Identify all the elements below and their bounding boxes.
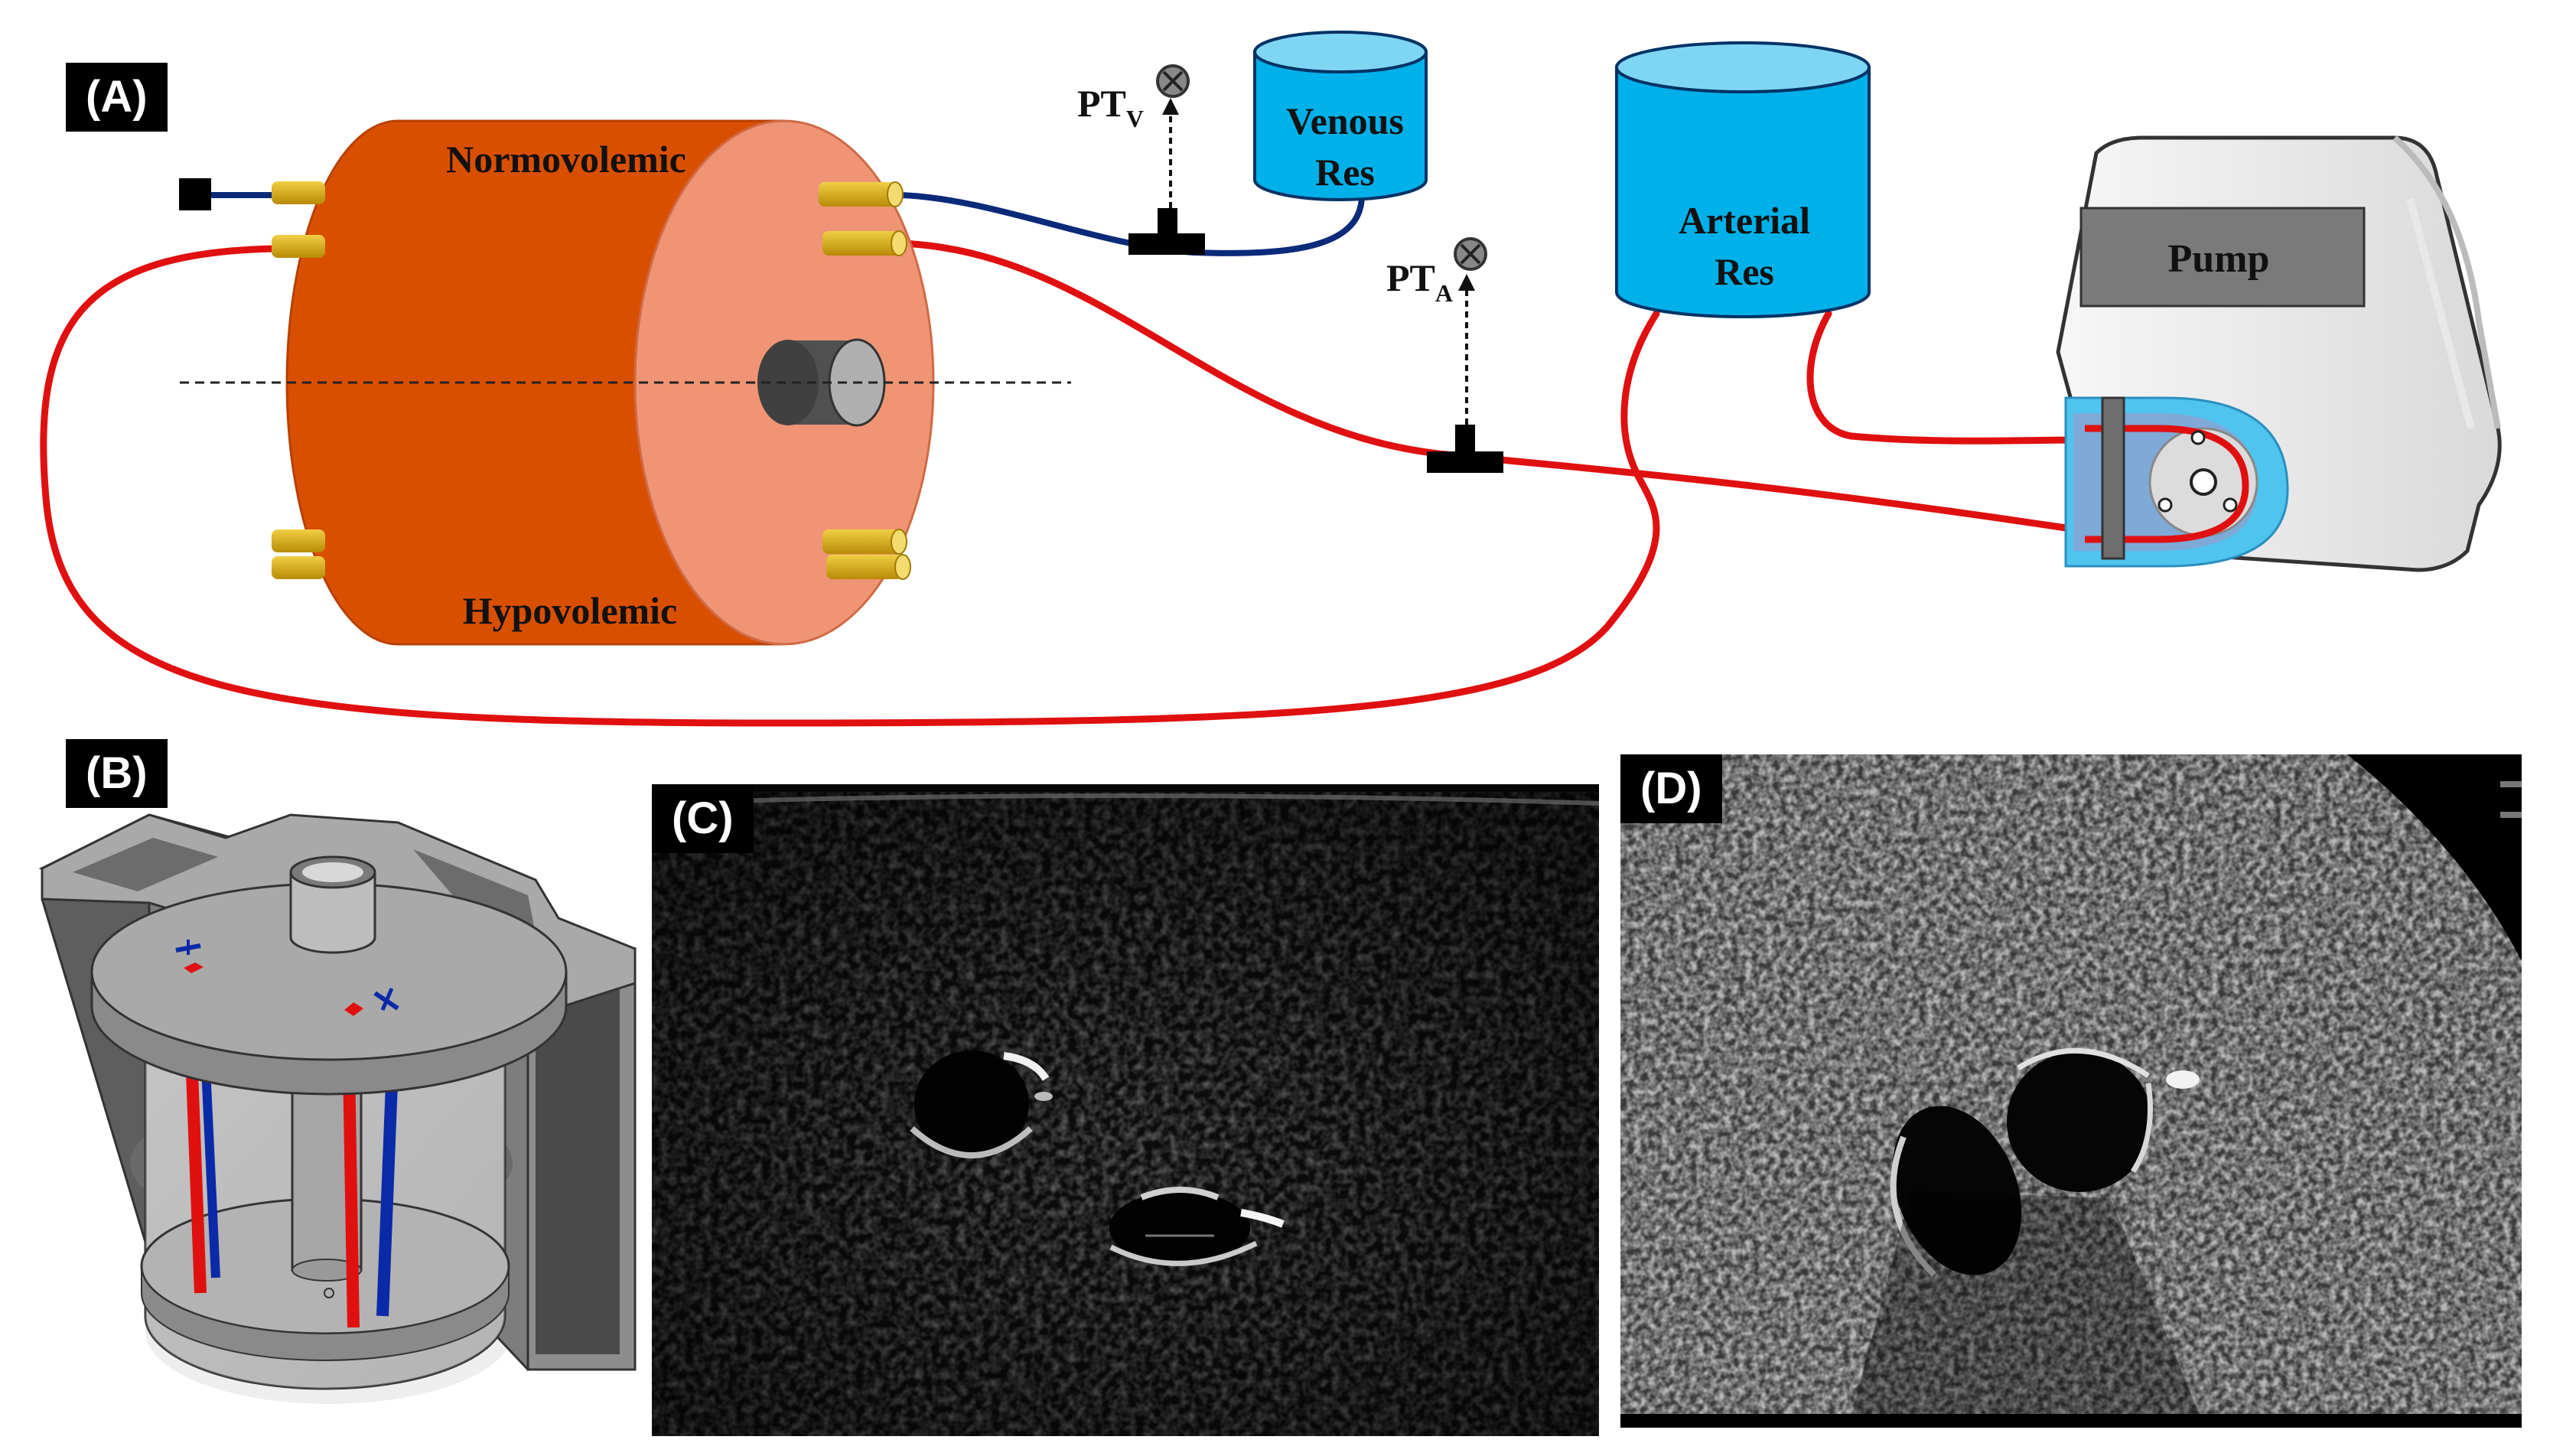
valve-icon [1454,237,1487,271]
right-connectors [819,181,911,580]
peristaltic-pump: Pump [2056,135,2502,572]
venous-res-line2: Res [1315,151,1375,194]
pt-venous-main: PT [1077,82,1126,125]
vessel-lumen [2007,1047,2153,1192]
pt-venous-label: PTV [1077,82,1144,132]
left-connectors [272,181,325,579]
phantom-top-label: Normovolemic [446,138,686,181]
pump-head-icon [2064,396,2289,568]
panel-label-a: (A) [66,63,168,132]
panel-label-c: (C) [652,784,754,853]
valve-icon [1156,64,1190,98]
panel-label-d: (D) [1620,754,1722,823]
ultrasound-d-canvas [1620,754,2522,1428]
ultrasound-image-d: (D) [1620,754,2522,1428]
arterial-pressure-transducer: PTA [1386,237,1503,473]
venous-res-line1: Venous [1286,99,1404,142]
arterial-res-line1: Arterial [1679,199,1810,242]
venous-reservoir: Venous Res [1253,31,1428,201]
pt-venous-sub: V [1126,105,1144,132]
venous-pressure-transducer: PTV [1077,64,1205,255]
phantom-3d-model [38,813,637,1404]
pt-arterial-label: PTA [1386,256,1453,307]
phantom-bottom-label: Hypovolemic [463,589,678,632]
phantom-cylinder: Normovolemic Hypovolemic [180,119,1071,646]
vessel-lumen [1890,1106,2022,1277]
vessel-lumen [1109,1187,1285,1266]
central-channel-icon [757,338,886,427]
vessel-ports [175,940,399,1016]
arterial-reservoir: Arterial Res [1615,41,1871,318]
pump-label: Pump [2168,237,2270,281]
ultrasound-image-c: (C) [652,784,1599,1436]
arterial-res-line2: Res [1715,250,1774,293]
ultrasound-c-canvas [652,784,1599,1436]
pt-arterial-sub: A [1435,279,1453,307]
pt-arterial-main: PT [1386,256,1435,299]
panel-label-b: (B) [66,739,168,808]
vessel-lumen [910,1050,1053,1158]
venous-end-cap [179,178,211,210]
